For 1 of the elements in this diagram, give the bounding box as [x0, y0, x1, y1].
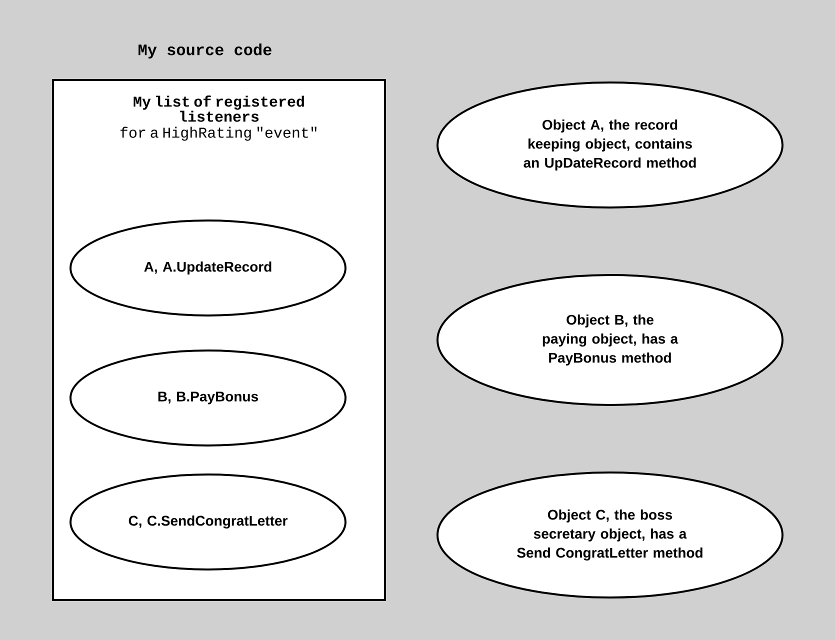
- box-heading: My source code: [138, 44, 272, 58]
